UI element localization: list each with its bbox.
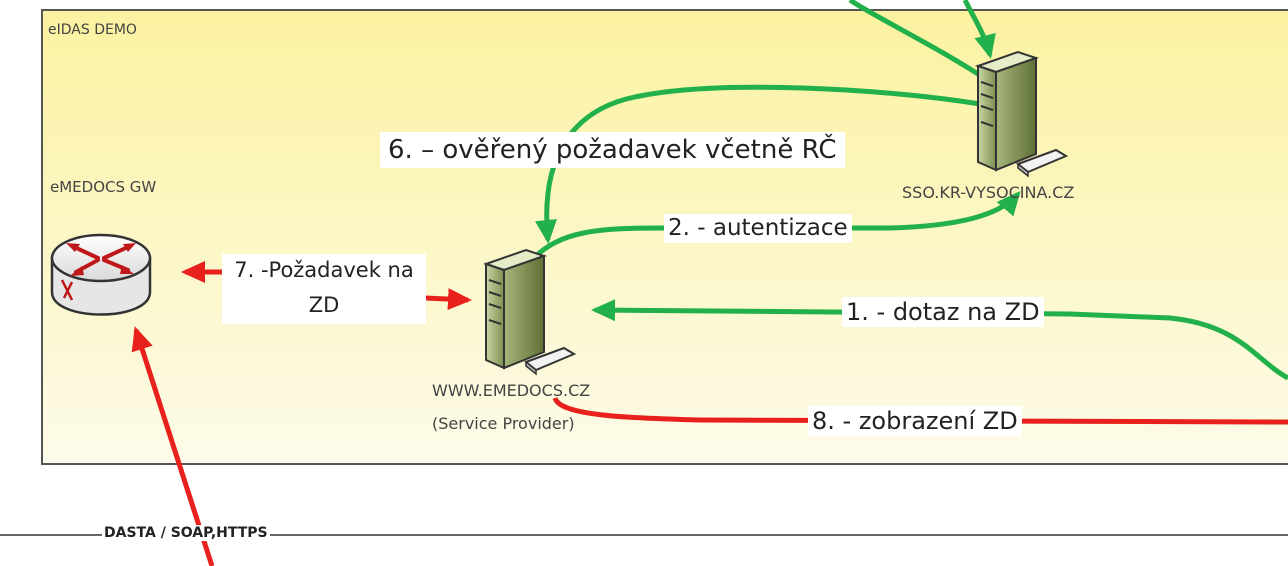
step-7-line1: 7. -Požadavek na: [234, 258, 414, 282]
flow-in-top-left: [848, 0, 997, 88]
protocol-label: DASTA / SOAP,HTTPS: [102, 525, 270, 541]
flow-step-1: [591, 299, 1288, 381]
provider-label: WWW.EMEDOCS.CZ: [432, 381, 591, 400]
step-2-label: 2. - autentizace: [664, 214, 852, 243]
flow-step-8: [552, 396, 1288, 425]
step-6-label: 6. – ověřený požadavek včetně RČ: [380, 132, 845, 168]
sso-label: SSO.KR-VYSOCINA.CZ: [902, 183, 1075, 202]
step-7-label: 7. -Požadavek na ZD: [222, 254, 426, 324]
step-1-label: 1. - dotaz na ZD: [842, 297, 1044, 327]
flow-step-7-right: [424, 288, 472, 311]
server-icon: [482, 248, 577, 376]
server-icon: [974, 50, 1069, 178]
zone-title: eIDAS DEMO: [48, 22, 137, 38]
router-icon: [50, 233, 152, 316]
step-8-label: 8. - zobrazení ZD: [808, 406, 1022, 436]
flow-in-top-right: [962, 0, 996, 59]
step-7-line2: ZD: [308, 293, 340, 317]
gateway-label: eMEDOCS GW: [50, 178, 157, 196]
provider-sublabel: (Service Provider): [432, 414, 575, 433]
